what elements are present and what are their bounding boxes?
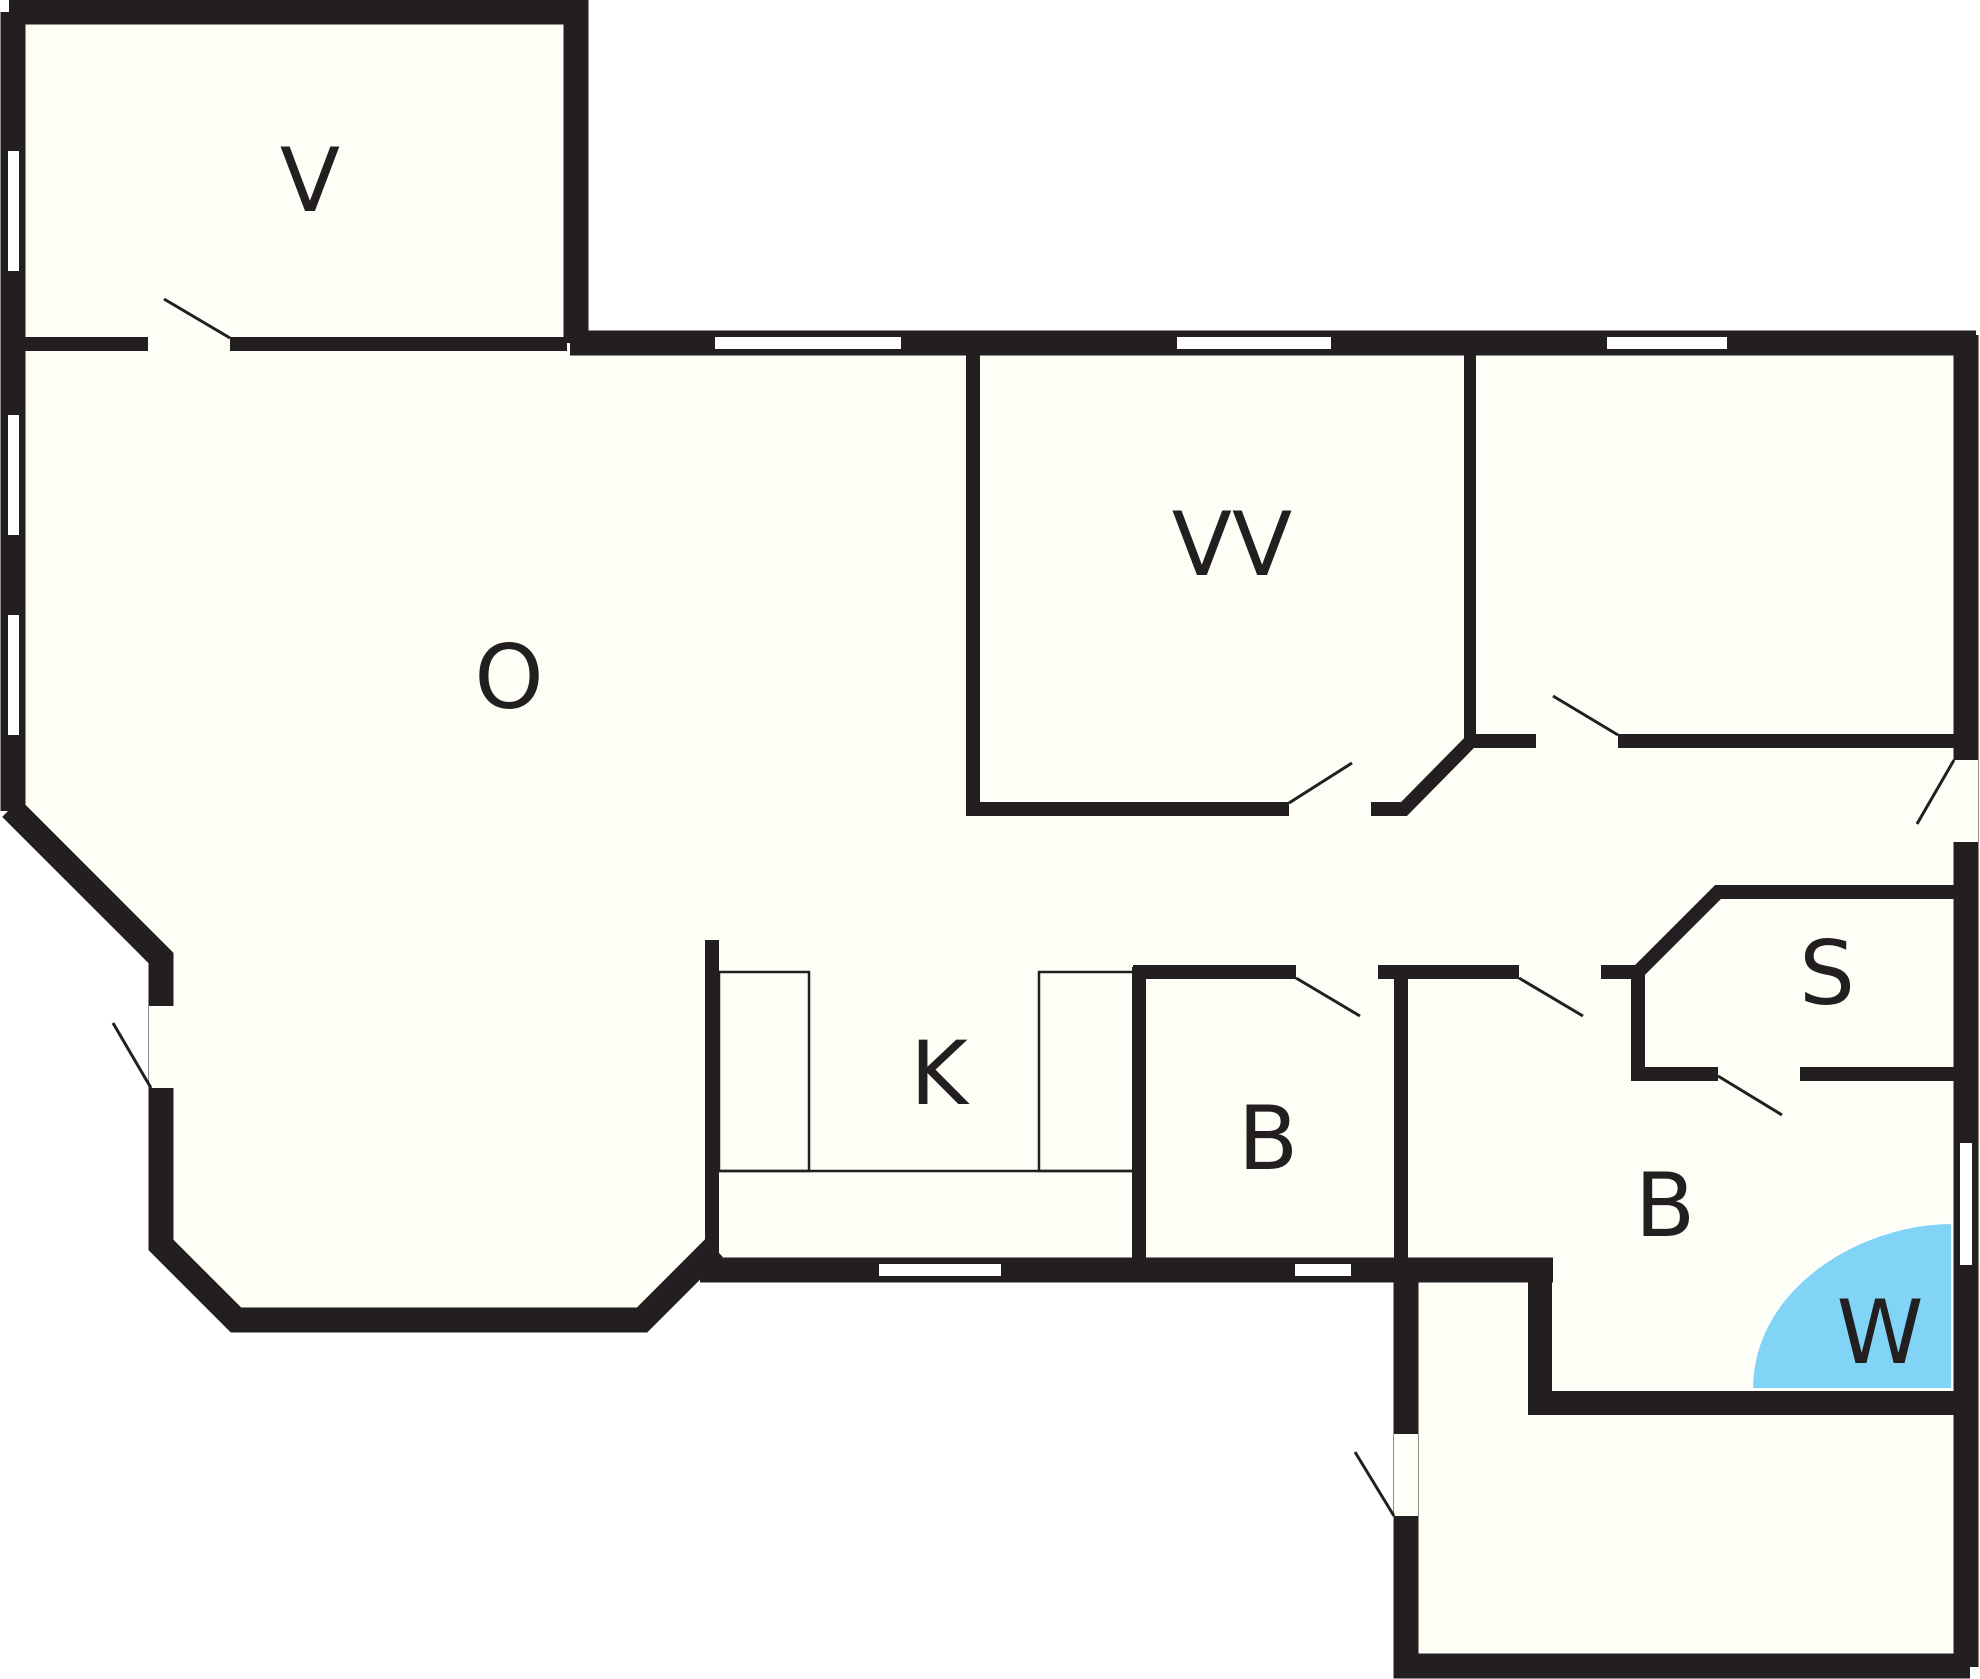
door-bottom-right — [1353, 1434, 1418, 1517]
wall-bottom-left — [2, 799, 723, 1333]
windows — [6, 149, 1974, 1278]
door-top-right — [1536, 694, 1619, 748]
wall-vv-bottom — [966, 736, 1476, 816]
window-b1 — [1293, 1262, 1353, 1278]
room-label-vv: VV — [1172, 493, 1292, 596]
room-s-floor — [1646, 895, 1952, 1066]
room-top-right-floor — [1475, 346, 1960, 737]
window-top-right — [1605, 335, 1729, 351]
room-labels: V VV O K B B S W — [280, 129, 1924, 1384]
room-label-b2: B — [1635, 1154, 1695, 1257]
wall-b2-bottom — [1528, 1260, 1972, 1415]
window-v-left — [6, 149, 21, 273]
wall-bottom-right-block — [1393, 1270, 1970, 1679]
door-b1 — [1295, 964, 1378, 1018]
room-label-b1: B — [1238, 1087, 1298, 1190]
room-k-floor — [712, 968, 1135, 1258]
doors — [111, 297, 1978, 1517]
wall-top-left-block — [9, 0, 589, 343]
room-label-s: S — [1799, 922, 1855, 1025]
room-label-k: K — [910, 1022, 970, 1125]
door-b2 — [1518, 964, 1601, 1018]
door-s — [1717, 1066, 1800, 1117]
window-b2-right — [1958, 1141, 1974, 1267]
kitchen-fixtures — [717, 970, 1137, 1173]
room-v-floor — [18, 18, 567, 338]
window-top-o — [713, 335, 903, 351]
wall-s-outline — [1633, 885, 1960, 977]
room-label-o: O — [474, 626, 543, 729]
window-o-left-lower — [6, 613, 21, 737]
room-label-v: V — [280, 129, 340, 232]
wall-s-left-bottom — [1631, 972, 1960, 1081]
window-k — [877, 1262, 1003, 1278]
wardrobe-area — [1750, 1221, 1953, 1390]
door-entrance-right — [1915, 759, 1978, 842]
room-label-w: W — [1836, 1281, 1923, 1384]
room-b1-floor — [1143, 972, 1393, 1262]
door-v — [148, 297, 231, 351]
door-vv — [1288, 761, 1371, 816]
room-vv-floor — [975, 346, 1465, 802]
window-top-vv — [1175, 335, 1333, 351]
room-o-floor — [18, 338, 1960, 1318]
window-o-left-upper — [6, 413, 21, 537]
door-o-left — [111, 1006, 175, 1089]
